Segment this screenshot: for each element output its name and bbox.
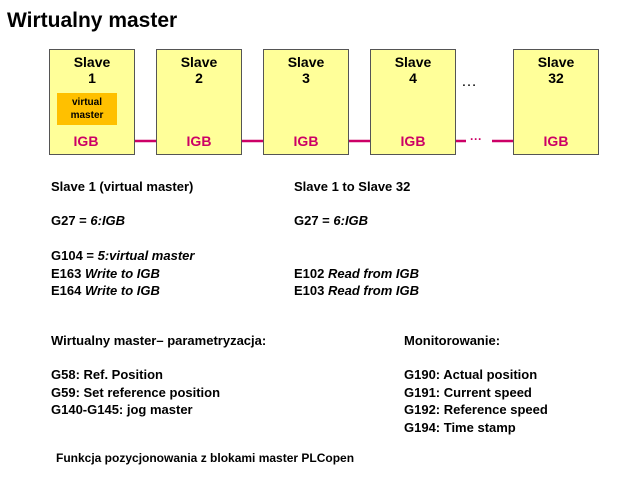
slave-box-32: Slave 32 IGB bbox=[513, 49, 599, 155]
footer-note: Funkcja pozycjonowania z blokami master … bbox=[56, 451, 355, 465]
slave-label: Slave bbox=[394, 54, 432, 70]
badge-line-1: virtual bbox=[71, 97, 102, 108]
slave-label: Slave bbox=[537, 54, 575, 70]
slave-box-2: Slave 2 IGB bbox=[156, 49, 242, 155]
value: Read from IGB bbox=[327, 266, 419, 281]
right-e103: E103 Read from IGB bbox=[294, 283, 419, 298]
slave-box-1: Slave 1 virtual master IGB bbox=[49, 49, 135, 155]
left-e164: E164 Write to IGB bbox=[51, 283, 160, 298]
code: G27 = bbox=[294, 213, 334, 228]
page-title: Wirtualny master bbox=[7, 9, 178, 32]
igb-label: IGB bbox=[293, 133, 319, 149]
code: E163 bbox=[51, 266, 85, 281]
params-item-2: G140-G145: jog master bbox=[51, 402, 193, 417]
igb-label: IGB bbox=[73, 133, 99, 149]
igb-label: IGB bbox=[400, 133, 426, 149]
monitor-item-3: G194: Time stamp bbox=[404, 420, 516, 435]
code: G27 = bbox=[51, 213, 91, 228]
code: G104 = bbox=[51, 248, 98, 263]
virtual-master-badge: virtual master bbox=[57, 93, 117, 125]
value: 6:IGB bbox=[90, 213, 126, 228]
slave-number: 32 bbox=[548, 70, 564, 86]
value: 5:virtual master bbox=[97, 248, 195, 263]
monitor-item-1: G191: Current speed bbox=[404, 385, 532, 400]
code: E102 bbox=[294, 266, 328, 281]
slave-number: 4 bbox=[409, 70, 417, 86]
value: Write to IGB bbox=[84, 283, 160, 298]
igb-label: IGB bbox=[543, 133, 569, 149]
right-heading: Slave 1 to Slave 32 bbox=[294, 179, 411, 194]
params-item-1: G59: Set reference position bbox=[51, 385, 221, 400]
code: E103 bbox=[294, 283, 328, 298]
link-dots: ··· bbox=[470, 132, 482, 146]
slave-label: Slave bbox=[73, 54, 111, 70]
left-heading: Slave 1 (virtual master) bbox=[51, 179, 194, 194]
slave-number: 1 bbox=[88, 70, 96, 86]
slave-box-3: Slave 3 IGB bbox=[263, 49, 349, 155]
code: E164 bbox=[51, 283, 85, 298]
monitor-heading: Monitorowanie: bbox=[404, 333, 501, 348]
slave-box-4: Slave 4 IGB bbox=[370, 49, 456, 155]
left-g104: G104 = 5:virtual master bbox=[51, 248, 194, 263]
monitor-item-2: G192: Reference speed bbox=[404, 402, 548, 417]
params-item-0: G58: Ref. Position bbox=[51, 367, 163, 382]
value: 6:IGB bbox=[333, 213, 369, 228]
left-e163: E163 Write to IGB bbox=[51, 266, 160, 281]
params-heading: Wirtualny master– parametryzacja: bbox=[51, 333, 267, 348]
slave-label: Slave bbox=[287, 54, 325, 70]
igb-label: IGB bbox=[186, 133, 212, 149]
badge-line-2: master bbox=[70, 110, 104, 121]
slave-label: Slave bbox=[180, 54, 218, 70]
slave-number: 3 bbox=[302, 70, 310, 86]
monitor-item-0: G190: Actual position bbox=[404, 367, 538, 382]
right-g27: G27 = 6:IGB bbox=[294, 213, 368, 228]
left-g27: G27 = 6:IGB bbox=[51, 213, 125, 228]
value: Write to IGB bbox=[84, 266, 160, 281]
value: Read from IGB bbox=[327, 283, 419, 298]
slave-number: 2 bbox=[195, 70, 203, 86]
right-e102: E102 Read from IGB bbox=[294, 266, 419, 281]
ellipsis: … bbox=[461, 73, 477, 90]
